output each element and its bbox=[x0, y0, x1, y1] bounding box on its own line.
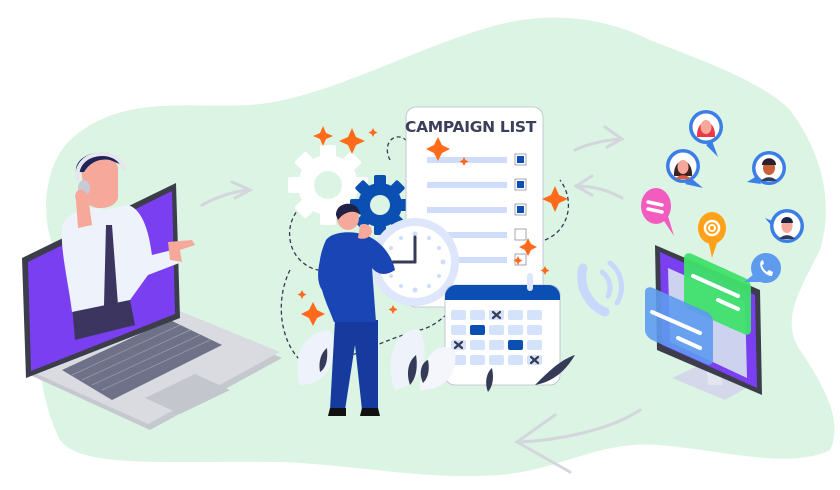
flow-arrow-right-2 bbox=[573, 125, 625, 152]
campaign-list-title: CAMPAIGN LIST bbox=[405, 118, 537, 136]
phone-bubble-icon bbox=[744, 253, 781, 283]
message-bubble-icon bbox=[641, 188, 674, 236]
monitor-group bbox=[645, 245, 762, 400]
agent-hand-pointing bbox=[168, 240, 195, 262]
email-bubble-icon bbox=[698, 212, 726, 258]
agent-shirt bbox=[61, 205, 183, 312]
agent-legs bbox=[72, 300, 135, 340]
agent-head bbox=[80, 154, 118, 209]
agent-hand-raised bbox=[75, 189, 92, 228]
phone-ringing-icon bbox=[577, 260, 624, 317]
flow-arrow-left-bottom bbox=[514, 408, 642, 474]
sparkle-icons bbox=[297, 126, 568, 326]
contact-bubble-woman-red bbox=[689, 110, 723, 157]
flow-arrow-left-1 bbox=[573, 174, 624, 200]
campaign-row bbox=[427, 157, 507, 263]
calendar-icon bbox=[444, 273, 561, 386]
flow-arrow-right-1 bbox=[200, 180, 254, 207]
contact-bubble-man-dark bbox=[747, 151, 786, 185]
agent-headset bbox=[75, 152, 126, 181]
laptop-agent-group bbox=[22, 152, 282, 430]
contact-bubble-woman-dark bbox=[666, 149, 703, 188]
laptop-trackpad bbox=[145, 374, 230, 414]
planner-man bbox=[318, 203, 395, 416]
agent-tie bbox=[104, 225, 118, 312]
contact-bubble-man-suit bbox=[765, 209, 804, 243]
decorative-leaves bbox=[297, 329, 575, 392]
clock-icon bbox=[371, 218, 459, 306]
